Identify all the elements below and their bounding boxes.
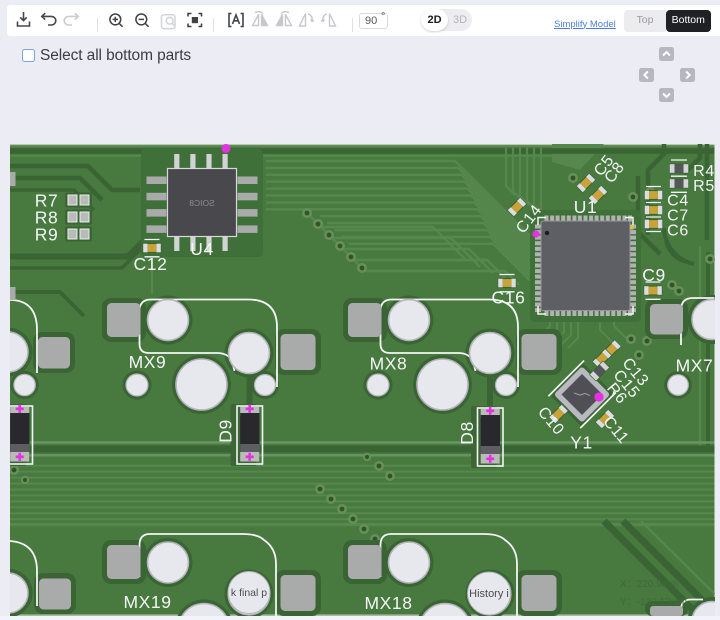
svg-text:C6: C6: [667, 223, 689, 240]
svg-text:History i: History i: [469, 588, 509, 600]
svg-text:R5: R5: [693, 178, 714, 195]
svg-text:R4: R4: [693, 163, 714, 180]
svg-text:C12: C12: [134, 254, 168, 274]
svg-text:D9: D9: [216, 419, 236, 443]
svg-text:MX9: MX9: [129, 352, 167, 372]
svg-text:R7: R7: [35, 191, 59, 211]
svg-text:C4: C4: [667, 193, 689, 210]
svg-text:R9: R9: [35, 225, 59, 245]
svg-text:D8: D8: [457, 421, 477, 445]
svg-text:MX19: MX19: [123, 592, 171, 612]
svg-text:Y：-132.13mm: Y：-132.13mm: [620, 597, 687, 608]
svg-text:MX7: MX7: [676, 356, 714, 376]
svg-text:R8: R8: [35, 208, 59, 228]
svg-text:U4: U4: [190, 239, 214, 259]
svg-text:X：220.9mm: X：220.9mm: [620, 579, 678, 590]
svg-text:C9: C9: [642, 265, 666, 285]
svg-text:Y1: Y1: [570, 433, 593, 453]
svg-text:SOIC8: SOIC8: [189, 198, 215, 208]
svg-text:C16: C16: [492, 288, 526, 308]
svg-text:MX18: MX18: [364, 593, 412, 613]
svg-text:MX8: MX8: [370, 354, 408, 374]
svg-text:U1: U1: [574, 197, 598, 217]
svg-text:k final p: k final p: [231, 587, 267, 599]
svg-text:C7: C7: [667, 208, 689, 225]
